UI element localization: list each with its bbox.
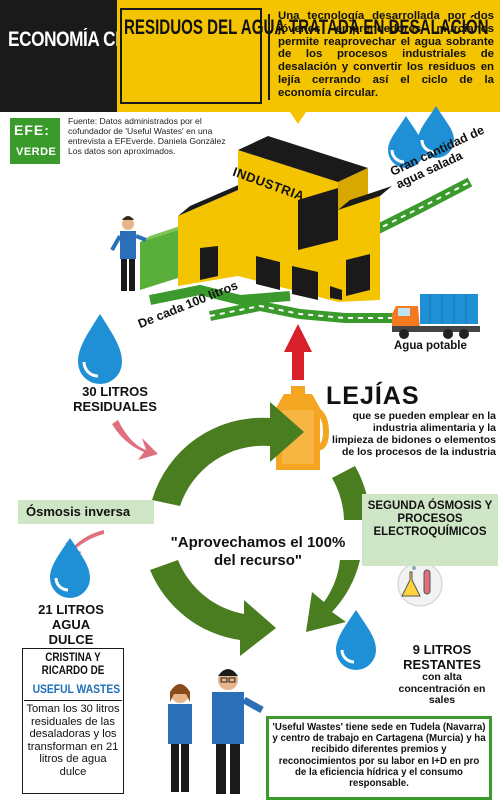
header-pointer-icon (290, 112, 306, 124)
fresh-water-label: 21 LITROS AGUA DULCE (38, 602, 104, 647)
founder-man-icon (212, 669, 264, 794)
residual-liters-label: 30 LITROS RESIDUALES (73, 384, 157, 414)
header-divider (268, 14, 270, 100)
remaining-liters-label: 9 LITROS RESTANTES (403, 642, 481, 672)
efe-verde-logo (10, 118, 60, 164)
worker-figure-icon (110, 216, 147, 291)
pink-arrow-down-icon (112, 420, 158, 460)
industry-building-icon (178, 136, 392, 302)
second-osmosis-badge (362, 494, 498, 566)
founders-names: CRISTINA Y RICARDO DE (41, 652, 105, 677)
header-description: Una tecnología desarrollada por dos jóve… (278, 10, 494, 99)
header-title-frame (120, 8, 262, 104)
tanker-truck-icon (392, 294, 480, 339)
drinking-water-label: Agua potable (394, 340, 467, 352)
lab-flask-icon (397, 561, 443, 607)
founders-divider (24, 700, 122, 701)
second-osmosis-label: SEGUNDA ÓSMOSIS Y PROCESOS ELECTROQUÍMIC… (367, 500, 493, 538)
header-section-band (0, 0, 117, 112)
up-arrow-red-icon (284, 324, 312, 380)
bleach-heading: LEJÍAS (326, 382, 420, 410)
source-note: Fuente: Datos administrados por el cofun… (68, 116, 226, 156)
remaining-liters-subtitle: con alta concentración en sales (398, 671, 486, 706)
efe-logo-bottom-text: VERDE (16, 146, 57, 158)
founders-company: USEFUL WASTES (32, 682, 121, 696)
cycle-arrows-icon (150, 402, 370, 656)
efe-logo-top-text: EFE: (14, 122, 50, 138)
water-drop-21-icon (50, 538, 90, 598)
founders-description: Toman los 30 litros residuales de las de… (26, 703, 120, 778)
pipe-per-100-icon (149, 284, 395, 323)
founder-woman-icon (168, 684, 192, 792)
founders-card (22, 648, 124, 794)
company-info-text: 'Useful Wastes' tiene sede en Tudela (Na… (272, 722, 486, 790)
water-drop-top-icon (388, 106, 454, 168)
bleach-description: que se pueden emplear en la industria al… (332, 410, 496, 458)
resource-quote: "Aprovechamos el 100% del recurso" (170, 534, 346, 569)
reverse-osmosis-label: Ósmosis inversa (26, 504, 131, 519)
water-drop-9-icon (336, 610, 376, 670)
reverse-osmosis-badge (18, 500, 154, 524)
water-drop-30-icon (78, 314, 122, 384)
company-info-box (266, 716, 492, 800)
